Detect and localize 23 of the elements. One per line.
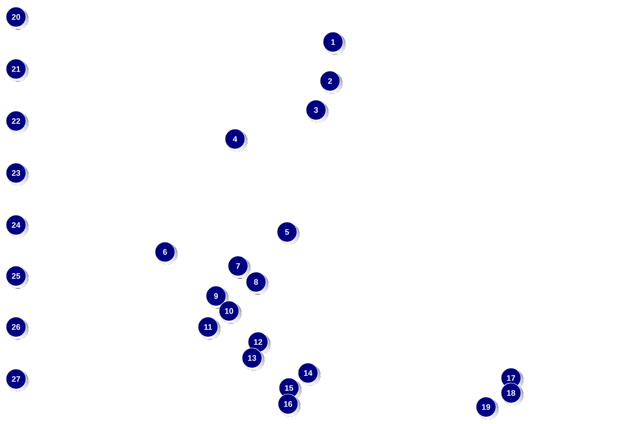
callout-number: 3: [306, 100, 328, 122]
callout-number: 1: [322, 32, 346, 54]
callout-number: 27: [6, 368, 28, 392]
callout-number: 11: [198, 316, 220, 340]
callout-number: 2: [320, 70, 342, 94]
callout-number: 20: [6, 6, 28, 30]
callout-number: 13: [242, 348, 264, 370]
callout-number: 22: [6, 110, 28, 134]
callout-number: 5: [276, 222, 300, 244]
callout-number: 14: [298, 362, 320, 386]
callout-number: 19: [476, 396, 498, 420]
callout-number: 8: [246, 272, 268, 294]
callout-number: 16: [278, 394, 300, 416]
callout-number: 4: [224, 128, 248, 152]
callout-number: 26: [6, 316, 28, 340]
callout-number: 24: [6, 214, 28, 238]
callout-number: 7: [228, 256, 250, 278]
callout-number: 6: [154, 242, 178, 264]
callout-number: 10: [218, 300, 242, 324]
callout-number: 25: [6, 266, 28, 288]
callout-number: 21: [6, 58, 28, 82]
callout-number: 18: [500, 382, 524, 406]
callout-number: 23: [6, 162, 28, 186]
